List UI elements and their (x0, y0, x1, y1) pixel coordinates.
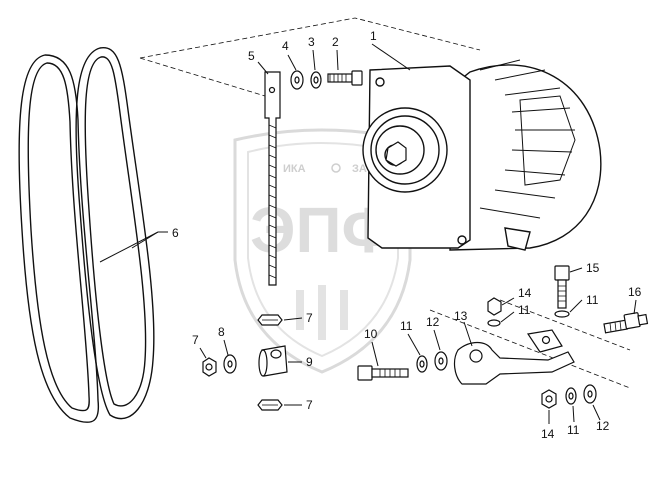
callout-label-7-left: 7 (192, 333, 199, 347)
drive-belts (18, 47, 155, 423)
callout-label-7-bottom: 7 (306, 398, 313, 412)
callout-13: 13 (454, 309, 473, 347)
callout-label-1: 1 (370, 29, 377, 43)
callout-label-14-lower: 14 (541, 427, 555, 441)
mounting-bracket-13 (453, 329, 575, 385)
reference-lines (139, 17, 631, 389)
washer-3 (310, 71, 322, 89)
alternator (362, 59, 602, 251)
callout-12-lower: 12 (592, 404, 610, 433)
callout-label-12-lower: 12 (596, 419, 610, 433)
stud-16 (603, 312, 649, 334)
washer-8 (223, 354, 237, 374)
callout-7-left: 7 (192, 333, 207, 359)
callout-label-8: 8 (218, 325, 225, 339)
nut-7-bottom (257, 399, 283, 411)
callout-label-12-middle: 12 (426, 315, 440, 329)
callout-11-middle: 11 (400, 319, 421, 356)
nut-14-upper (487, 297, 502, 316)
callout-11-right: 11 (569, 293, 599, 313)
callout-label-7-top: 7 (306, 311, 313, 325)
callout-6: 6 (99, 226, 179, 263)
callout-label-2: 2 (332, 35, 339, 49)
callout-15: 15 (569, 261, 600, 275)
callout-label-11-upper: 11 (518, 303, 531, 317)
callout-9: 9 (288, 355, 313, 369)
callout-7-bottom: 7 (284, 398, 313, 412)
callout-2: 2 (332, 35, 339, 71)
washer-11-upper (487, 319, 501, 327)
callout-10: 10 (364, 327, 379, 367)
callout-label-15: 15 (586, 261, 600, 275)
washer-4 (290, 70, 304, 90)
nut-7-top (257, 314, 283, 326)
callout-label-11-middle: 11 (400, 319, 413, 333)
callout-4: 4 (282, 39, 297, 71)
washer-11-middle (416, 355, 428, 373)
callout-11-upper: 11 (500, 303, 531, 323)
callout-14-lower: 14 (541, 410, 555, 441)
spacer-9 (258, 345, 288, 377)
watermark-word-right: ЗА (352, 163, 367, 175)
washer-12-lower (583, 384, 597, 404)
callout-3: 3 (308, 35, 316, 71)
callout-label-4: 4 (282, 39, 289, 53)
callout-label-14-upper: 14 (518, 286, 532, 300)
adjusting-bar-5 (264, 71, 281, 286)
nut-14-lower (541, 389, 557, 409)
callout-1: 1 (370, 29, 411, 71)
callout-14-upper: 14 (501, 286, 532, 306)
callout-label-11-lower: 11 (567, 423, 580, 437)
washer-11-lower (565, 387, 577, 405)
callout-label-16: 16 (628, 285, 642, 299)
callout-11-lower: 11 (567, 405, 580, 437)
callout-8: 8 (218, 325, 229, 356)
callout-label-5: 5 (248, 49, 255, 63)
callout-7-top: 7 (283, 311, 313, 325)
callout-label-11-right: 11 (586, 293, 599, 307)
nut-7-left (202, 357, 217, 377)
callout-5: 5 (248, 49, 269, 75)
callout-label-13: 13 (454, 309, 468, 323)
bolt-2 (327, 70, 363, 86)
bolt-15 (554, 265, 570, 309)
callout-label-3: 3 (308, 35, 315, 49)
bolt-10 (357, 365, 409, 381)
washer-11-right (554, 310, 570, 318)
callout-label-10: 10 (364, 327, 378, 341)
watermark-word-left: ИКА (283, 163, 306, 175)
callout-label-9: 9 (306, 355, 313, 369)
washer-12-middle (434, 351, 448, 371)
callout-12-middle: 12 (426, 315, 441, 351)
callout-16: 16 (628, 285, 642, 315)
callout-label-6: 6 (172, 226, 179, 240)
